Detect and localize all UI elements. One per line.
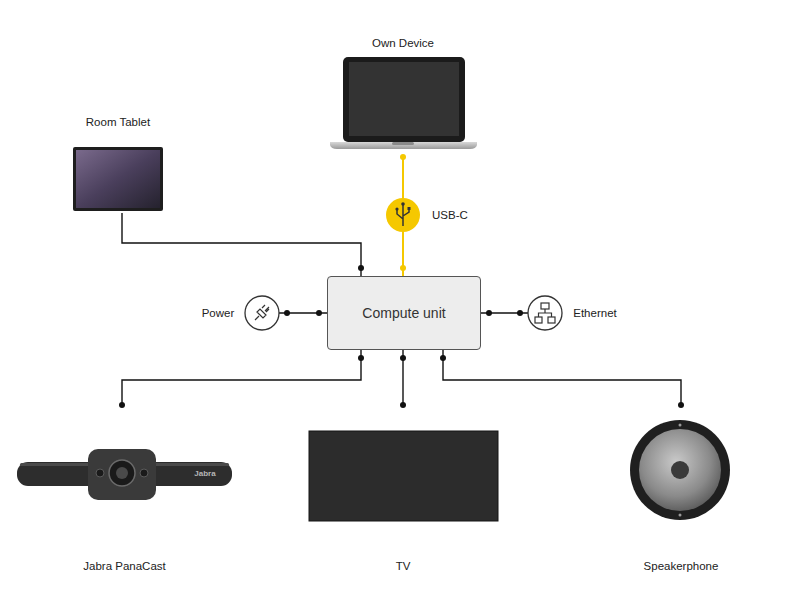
icon-node: Power [196,296,279,330]
connector-line [122,213,361,276]
ethernet-circle [528,296,562,330]
connector-line [122,350,361,405]
speaker-button [679,424,682,427]
camera-side-lens [96,469,104,477]
device-node: Speakerphone [620,405,742,577]
speaker-grille [639,429,721,511]
junction-dots [119,154,684,408]
junction-dot [284,310,290,316]
ethernet-wire-glyph [539,309,552,317]
usb-glyph-tip [401,202,405,206]
junction-dot [517,310,523,316]
laptop-bezel [343,57,465,142]
junction-dot [486,310,492,316]
node-label: Compute unit [362,305,445,321]
laptop-notch [392,142,414,145]
connector-label: USB-C [432,207,468,223]
node-label: Room Tablet [60,114,176,130]
device-node: Jabra PanaCast [12,405,237,577]
speaker-body [630,420,730,520]
camera-illustration [17,449,232,500]
usb-glyph-end [395,207,398,210]
tv-illustration [309,431,498,521]
junction-dot [358,265,364,271]
process-box: Compute unit [327,276,481,350]
junction-dot [678,402,684,408]
usb-glyph-end [408,207,411,210]
laptop-illustration [330,57,477,149]
node-label: Power [196,305,240,321]
tablet-illustration [73,147,163,211]
junction-dot [400,355,406,361]
laptop-screen [349,62,459,136]
camera-side-lens [140,469,148,477]
node-label: TV [305,558,501,574]
device-node: Own Device [320,33,486,157]
connector-line [443,350,681,405]
junction-dot [400,154,406,160]
tablet-frame [73,147,163,211]
device-node: Room Tablet [60,113,176,213]
node-label: Ethernet [567,305,623,321]
speaker-logo [671,461,689,479]
brand-label: Jabra [188,469,222,479]
junction-dot [400,265,406,271]
junction-dot [358,355,364,361]
power-circle [245,296,279,330]
node-label: Speakerphone [620,558,742,574]
tablet-screen [76,150,160,208]
junction-dot [119,402,125,408]
camera-lens [109,460,135,486]
usb-badge [386,198,420,232]
ethernet-icon [528,296,562,330]
power-plug-glyph [255,305,269,320]
usb-icon [386,198,420,232]
node-label: Own Device [320,35,486,51]
junction-dot [400,402,406,408]
power-icon [245,296,279,330]
junction-dot [316,310,322,316]
laptop-base [330,142,477,149]
usb-glyph [397,204,409,226]
icon-node: Ethernet [528,296,628,330]
node-label: Jabra PanaCast [12,558,237,574]
ethernet-node-glyph [548,317,555,323]
speaker-button [679,514,682,517]
device-node: TV [305,405,501,577]
camera-module [88,449,156,500]
ethernet-node-glyph [541,303,549,309]
speakerphone-illustration [630,420,730,520]
camera-lens-inner [116,467,128,479]
junction-dot [440,355,446,361]
tv-screen [309,431,498,521]
ethernet-node-glyph [535,317,542,323]
